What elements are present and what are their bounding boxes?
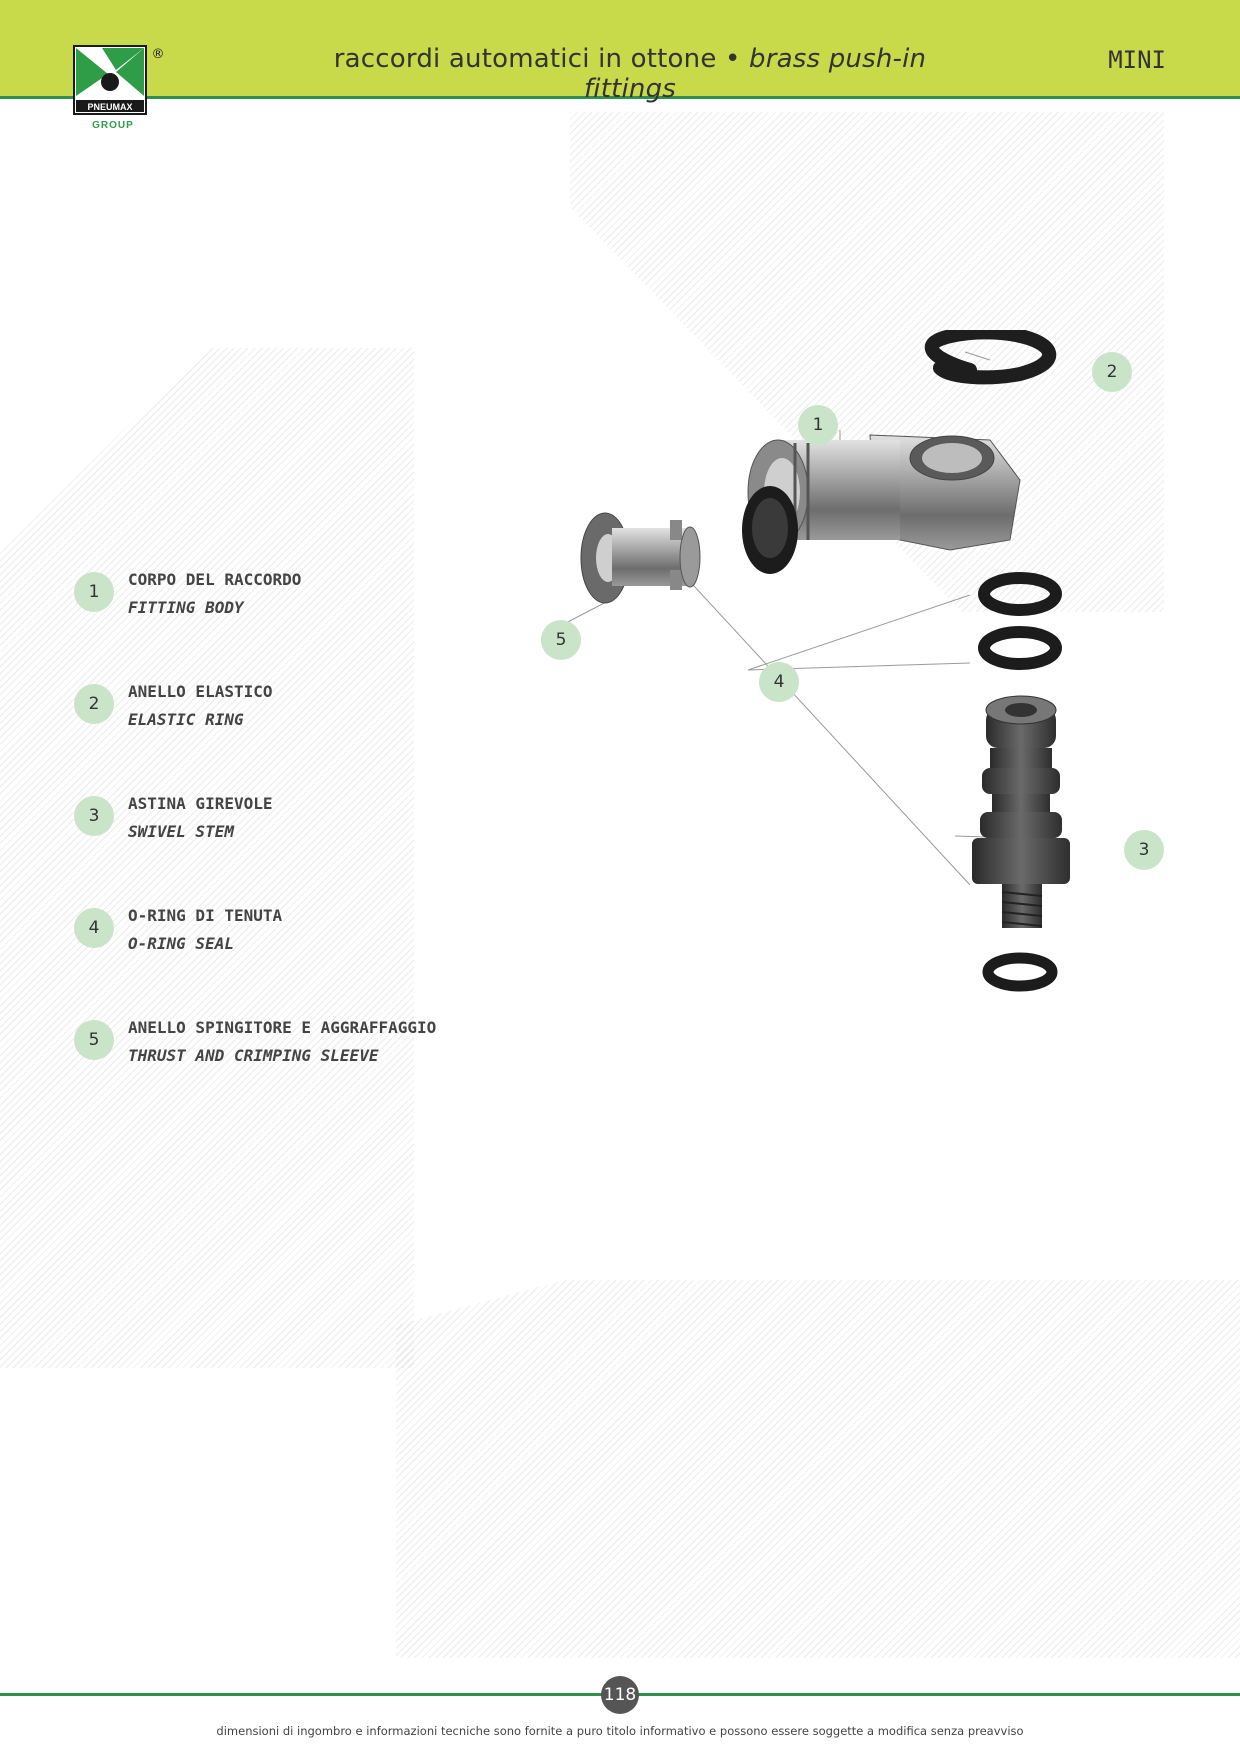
legend-number: 2 [74, 684, 114, 724]
series-label: MINI [1108, 46, 1166, 74]
legend-item-4: 4 O-RING DI TENUTA O-RING SEAL [74, 906, 494, 966]
o-ring-seal-part-3 [978, 626, 1062, 670]
legend-name-italian: O-RING DI TENUTA [128, 906, 283, 925]
callout-2: 2 [1092, 352, 1132, 392]
callout-1: 1 [798, 405, 838, 445]
legend-name-italian: CORPO DEL RACCORDO [128, 570, 302, 589]
hatch-pattern-left [0, 348, 414, 1368]
header-band [0, 0, 1240, 96]
header-rule [0, 96, 1240, 99]
logo-group-text: GROUP [92, 120, 134, 131]
legend-item-5: 5 ANELLO SPINGITORE E AGGRAFFAGGIO THRUS… [74, 1018, 494, 1078]
hatch-pattern-bottom [396, 1280, 1240, 1658]
legend-number: 5 [74, 1020, 114, 1060]
callout-4: 4 [759, 662, 799, 702]
legend-name-italian: ANELLO ELASTICO [128, 682, 273, 701]
title-italian: raccordi automatici in ottone [333, 44, 717, 74]
legend-number: 4 [74, 908, 114, 948]
title-english: brass push-in fittings [583, 44, 927, 104]
o-ring-seal-part [742, 486, 798, 574]
legend-item-3: 3 ASTINA GIREVOLE SWIVEL STEM [74, 794, 494, 854]
legend-number: 1 [74, 572, 114, 612]
page-number: 118 [601, 1676, 639, 1714]
o-ring-seal-part-4 [982, 952, 1058, 992]
legend-name-italian: ANELLO SPINGITORE E AGGRAFFAGGIO [128, 1018, 437, 1037]
legend-name-english: FITTING BODY [128, 598, 244, 617]
title-separator: • [725, 44, 741, 74]
legend-number: 3 [74, 796, 114, 836]
swivel-stem-part [972, 695, 1070, 928]
footer-disclaimer: dimensioni di ingombro e informazioni te… [216, 1724, 1024, 1738]
thrust-sleeve-part [580, 512, 701, 604]
legend-name-english: ELASTIC RING [128, 710, 244, 729]
callout-3: 3 [1124, 830, 1164, 870]
leader-lines [561, 351, 1021, 886]
legend-item-2: 2 ANELLO ELASTICO ELASTIC RING [74, 682, 494, 742]
legend-name-italian: ASTINA GIREVOLE [128, 794, 273, 813]
registered-mark: ® [152, 47, 165, 62]
legend-name-english: THRUST AND CRIMPING SLEEVE [128, 1046, 379, 1065]
legend-name-english: O-RING SEAL [128, 934, 234, 953]
logo-brand: PNEUMAX [87, 102, 132, 112]
callout-5: 5 [541, 620, 581, 660]
legend-item-1: 1 CORPO DEL RACCORDO FITTING BODY [74, 570, 494, 630]
legend-name-english: SWIVEL STEM [128, 822, 234, 841]
pneumax-logo: PNEUMAX ® [73, 45, 165, 115]
elastic-ring-part [924, 330, 1057, 385]
exploded-view-drawing [561, 330, 1070, 992]
o-ring-seal-part-2 [978, 572, 1062, 616]
page-title: raccordi automatici in ottone • brass pu… [300, 44, 960, 104]
